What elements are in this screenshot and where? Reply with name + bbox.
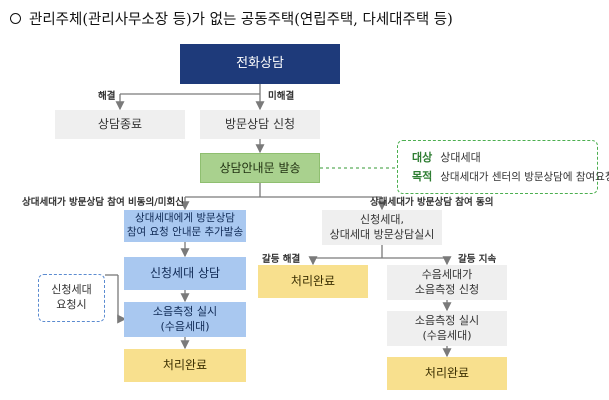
node-done-right: 처리완료 [387, 357, 507, 390]
label-not-participating: 상대세대가 방문상담 참여 비동의/미회신 [22, 197, 184, 208]
note-target-key: 대상 [412, 151, 433, 164]
note-purpose-row: 목적 상대세대가 센터의 방문상담에 참여요청 [412, 168, 609, 184]
node-noise-measure-right: 소음측정 실시 (수음세대) [387, 311, 507, 346]
label-resolved: 해결 [98, 91, 116, 102]
note-purpose-key: 목적 [412, 170, 433, 183]
node-done-mid: 처리완료 [258, 265, 368, 298]
title-text: 관리주체(관리사무소장 등)가 없는 공동주택(연립주택, 다세대주택 등) [29, 11, 453, 28]
node-guide-notice: 상담안내문 발송 [200, 153, 320, 183]
node-end-consult: 상담종료 [55, 110, 185, 139]
node-resend-guide: 상대세대에게 방문상담 참여 요청 안내문 추가발송 [124, 210, 246, 242]
node-noise-apply: 수음세대가 소음측정 신청 [387, 265, 507, 300]
side-note-box: 신청세대 요청시 [38, 274, 105, 322]
node-done-left: 처리완료 [124, 349, 246, 382]
note-target-value: 상대세대 [440, 151, 481, 164]
node-both-visit: 신청세대, 상대세대 방문상담실시 [322, 210, 442, 245]
page-title: 관리주체(관리사무소장 등)가 없는 공동주택(연립주택, 다세대주택 등) [10, 6, 605, 30]
node-noise-measure-left: 소음측정 실시 (수음세대) [124, 302, 246, 337]
node-visit-request: 방문상담 신청 [200, 110, 320, 139]
note-purpose-value: 상대세대가 센터의 방문상담에 참여요청 [440, 171, 609, 183]
note-target-row: 대상 상대세대 [412, 149, 481, 165]
label-unresolved: 미해결 [268, 91, 295, 102]
label-conflict-continues: 갈등 지속 [458, 254, 497, 265]
note-box: 대상 상대세대 목적 상대세대가 센터의 방문상담에 참여요청 [397, 140, 609, 194]
circle-bullet-icon [10, 12, 21, 24]
node-phone-consult: 전화상담 [180, 44, 340, 84]
label-participating: 상대세대가 방문상담 참여 동의 [370, 197, 494, 208]
node-applicant-consult: 신청세대 상담 [124, 257, 246, 290]
label-conflict-resolved: 갈등 해결 [262, 254, 301, 265]
